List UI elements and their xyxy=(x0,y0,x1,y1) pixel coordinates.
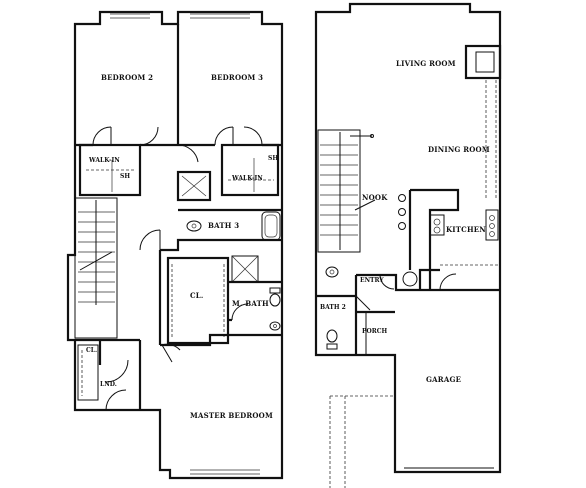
room-label-laundry: LND. xyxy=(100,381,117,388)
room-label-bedroom-2: BEDROOM 2 xyxy=(101,73,153,82)
room-label-bedroom-3: BEDROOM 3 xyxy=(211,73,263,82)
svg-text:SH: SH xyxy=(120,173,130,180)
room-label-laundry-closet: CL. xyxy=(86,347,97,354)
room-label-living-room: LIVING ROOM xyxy=(396,59,456,68)
room-label-dining-room: DINING ROOM xyxy=(428,145,490,154)
upper-floor-plan: SH SH xyxy=(66,10,284,480)
room-label-nook: NOOK xyxy=(362,193,388,202)
upper-floor-outer-wall xyxy=(66,10,284,480)
room-label-bath-3: BATH 3 xyxy=(208,221,239,230)
room-label-walk-in-left: WALK-IN xyxy=(88,157,120,164)
room-label-entry: ENTRY xyxy=(360,277,384,284)
lower-floor-outer-wall xyxy=(314,2,502,474)
room-label-kitchen: KITCHEN xyxy=(446,225,486,234)
room-label-master-bath: M. BATH xyxy=(232,299,269,308)
room-label-porch: PORCH xyxy=(362,328,388,335)
room-label-master-bedroom: MASTER BEDROOM xyxy=(190,411,273,420)
svg-text:SH: SH xyxy=(268,155,278,162)
lower-floor-plan: LIVING ROOM DINING ROOM NOOK KITCHEN ENT… xyxy=(314,2,502,488)
room-label-bath-2: BATH 2 xyxy=(320,304,346,311)
room-label-walk-in-right: WALK-IN xyxy=(231,175,263,182)
room-label-master-closet: CL. xyxy=(190,291,204,300)
room-label-garage: GARAGE xyxy=(426,375,461,384)
